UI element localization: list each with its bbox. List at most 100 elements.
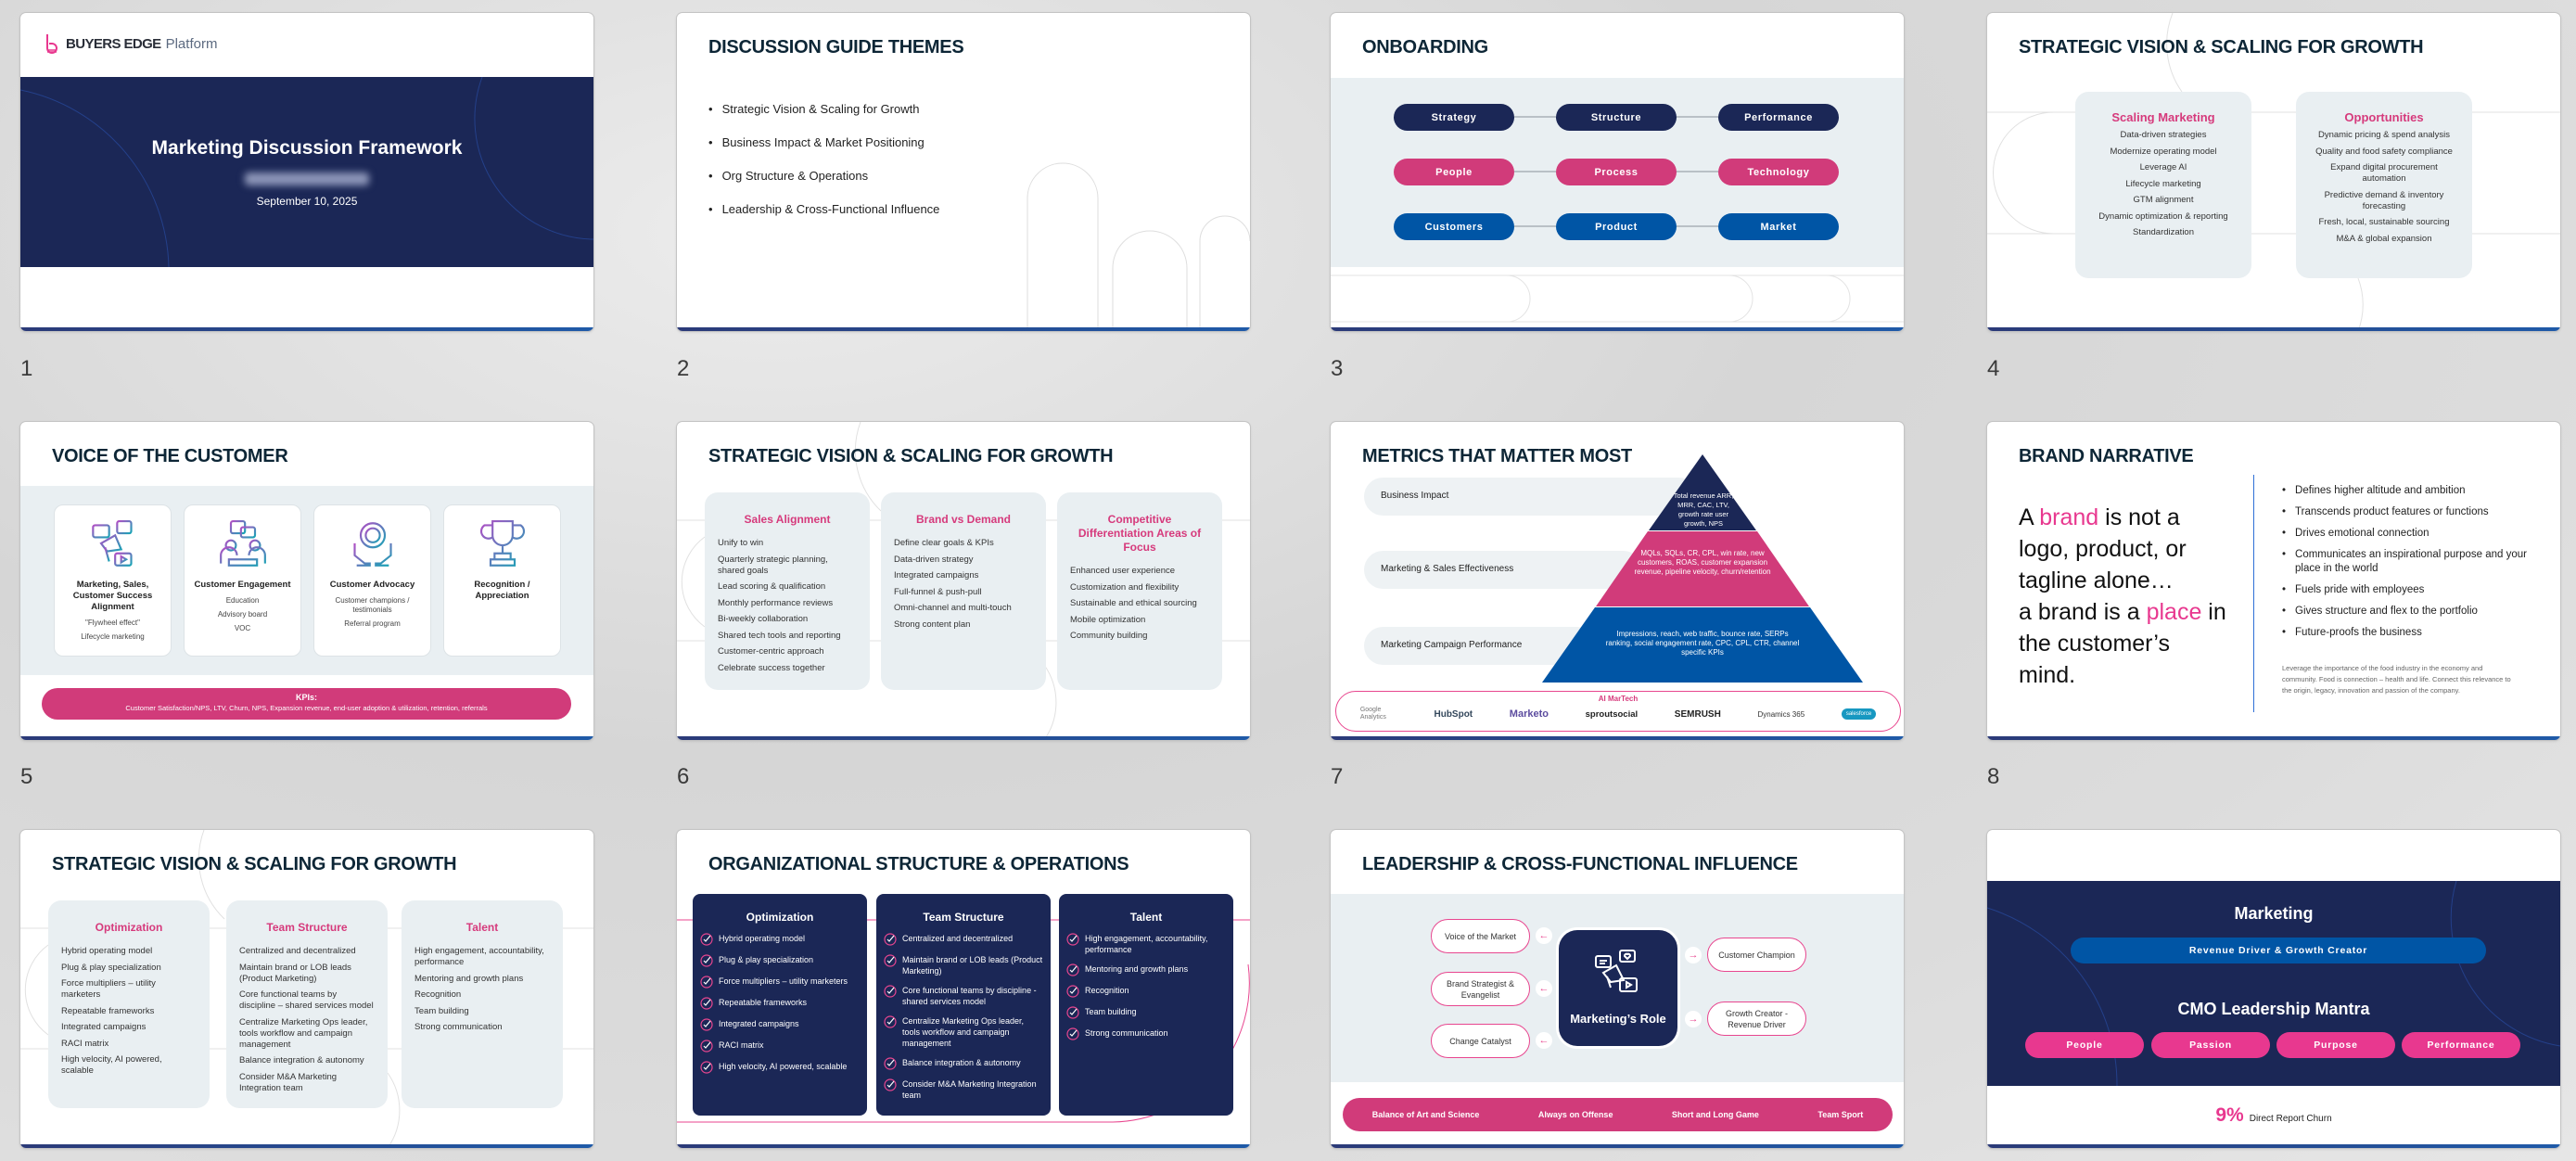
role-change-catalyst: Change Catalyst <box>1431 1024 1530 1058</box>
column-item: Core functional teams by discipline – sh… <box>239 989 374 1011</box>
item-text: RACI matrix <box>719 1040 764 1050</box>
tier-metrics-bottom: Impressions, reach, web traffic, bounce … <box>1605 630 1800 657</box>
megaphone-icon <box>1595 950 1638 992</box>
role-voice-of-market: Voice of the Market <box>1431 919 1530 953</box>
slide-thumbnail-11[interactable]: LEADERSHIP & CROSS-FUNCTIONAL INFLUENCE … <box>1331 830 1904 1148</box>
item-text: High engagement, accountability, perform… <box>1085 934 1208 954</box>
martech-logo: Google Analytics <box>1359 707 1386 721</box>
bullet-text: Future-proofs the business <box>2295 627 2422 638</box>
column-item: Centralize Marketing Ops leader, tools w… <box>884 1015 1043 1049</box>
slide-number: 6 <box>677 764 690 789</box>
item-text: Repeatable frameworks <box>719 998 808 1007</box>
theme-bullet: •Org Structure & Operations <box>708 169 939 202</box>
role-customer-champion: Customer Champion <box>1707 938 1806 972</box>
slide-thumbnail-2[interactable]: DISCUSSION GUIDE THEMES •Strategic Visio… <box>677 13 1250 331</box>
column-item: High velocity, AI powered, scalable <box>61 1054 162 1076</box>
list-item: Modernize operating model <box>2110 146 2217 157</box>
slide-thumbnail-7[interactable]: METRICS THAT MATTER MOST Business Impact… <box>1331 422 1904 740</box>
list-item: Predictive demand & inventory forecastin… <box>2324 189 2444 211</box>
column-item: Customization and flexibility <box>1070 581 1180 593</box>
slide-title: STRATEGIC VISION & SCALING FOR GROWTH <box>708 446 1114 466</box>
statement-text: a brand is a <box>2019 599 2147 625</box>
check-circle-icon <box>884 1078 897 1091</box>
list-item: Lifecycle marketing <box>2125 178 2201 189</box>
check-circle-icon <box>884 954 897 967</box>
slide-thumbnail-10[interactable]: ORGANIZATIONAL STRUCTURE & OPERATIONS Op… <box>677 830 1250 1148</box>
column-item: Strong content plan <box>894 619 971 630</box>
mantra-heading: CMO Leadership Mantra <box>2177 1000 2370 1018</box>
column-item: Community building <box>1070 631 1148 641</box>
onboarding-pill: Performance <box>1718 104 1839 131</box>
card-item: Lifecycle marketing <box>81 632 145 641</box>
list-item: GTM alignment <box>2133 195 2194 205</box>
marketing-tagline: Revenue Driver & Growth Creator <box>2071 938 2486 963</box>
column-item: Bi-weekly collaboration <box>718 614 809 624</box>
pillar: Short and Long Game <box>1671 1110 1759 1119</box>
slide-thumbnail-4[interactable]: STRATEGIC VISION & SCALING FOR GROWTH Sc… <box>1987 13 2560 331</box>
item-text: Team building <box>1085 1007 1137 1016</box>
item-text: Strong communication <box>1085 1028 1168 1038</box>
card-heading: Marketing, Sales, Customer Success Align… <box>72 580 153 612</box>
bullet-dot: • <box>2282 627 2287 638</box>
column-heading: Optimization <box>746 911 814 924</box>
slide-title: LEADERSHIP & CROSS-FUNCTIONAL INFLUENCE <box>1362 854 1798 874</box>
tier-metrics-top: Total revenue ARR, MRR, CAC, LTV, growth… <box>1673 491 1734 528</box>
advocacy-hands-icon <box>352 522 392 567</box>
tier-metrics-middle: MQLs, SQLs, CR, CPL, win rate, new custo… <box>1634 549 1771 576</box>
column-item: RACI matrix <box>700 1040 860 1053</box>
column-item: Plug & play specialization <box>700 954 860 967</box>
churn-value: 9% <box>2215 1104 2244 1126</box>
slide-number: 1 <box>20 356 33 381</box>
mantra-performance: Performance <box>2402 1032 2520 1058</box>
statement-highlight: place <box>2146 599 2202 625</box>
martech-label: AI MarTech <box>1598 695 1639 703</box>
opportunities-card: Opportunities Dynamic pricing & spend an… <box>2296 92 2472 278</box>
bullet-text: Fuels pride with employees <box>2295 584 2425 595</box>
column-item: Recognition <box>414 989 462 1000</box>
column-item: Maintain brand or LOB leads (Product Mar… <box>239 962 351 984</box>
column-item: Integrated campaigns <box>700 1018 860 1031</box>
column-item: Centralize Marketing Ops leader, tools w… <box>239 1016 368 1050</box>
column-item: Repeatable frameworks <box>700 997 860 1010</box>
slide-thumbnail-1[interactable]: BUYERS EDGE Platform Marketing Discussio… <box>20 13 593 331</box>
slide-thumbnail-8[interactable]: BRAND NARRATIVE A brand is not a logo, p… <box>1987 422 2560 740</box>
kpi-banner: KPIs: Customer Satisfaction/NPS, LTV, Ch… <box>42 688 571 720</box>
engagement-icon <box>219 519 266 567</box>
marketing-role-box: Marketing’s Role <box>1559 930 1677 1046</box>
bullet-dot: • <box>708 102 713 116</box>
bullet-text: Defines higher altitude and ambition <box>2295 485 2466 496</box>
theme-bullet: •Leadership & Cross-Functional Influence <box>708 202 939 236</box>
column-item: Force multipliers – utility marketers <box>61 978 156 1000</box>
title-band <box>20 77 593 267</box>
check-circle-icon <box>700 954 713 967</box>
slide-thumbnail-6[interactable]: STRATEGIC VISION & SCALING FOR GROWTH Sa… <box>677 422 1250 740</box>
slide-title: METRICS THAT MATTER MOST <box>1362 446 1632 466</box>
list-item: Expand digital procurement automation <box>2330 162 2438 184</box>
theme-text: Org Structure & Operations <box>721 169 869 183</box>
kpi-label: KPIs: <box>295 693 317 702</box>
bullet-dot: • <box>708 135 713 149</box>
slide-thumbnail-5[interactable]: VOICE OF THE CUSTOMER Marketing, Sales, … <box>20 422 593 740</box>
column-item: Strong communication <box>1066 1027 1226 1040</box>
brand-bullet: •Transcends product features or function… <box>2282 505 2551 519</box>
check-circle-icon <box>700 933 713 946</box>
check-circle-icon <box>1066 985 1079 998</box>
onboarding-pill: Process <box>1556 159 1677 185</box>
slide-thumbnail-9[interactable]: STRATEGIC VISION & SCALING FOR GROWTH Op… <box>20 830 593 1148</box>
column-item: Hybrid operating model <box>700 933 860 946</box>
slide-title: ORGANIZATIONAL STRUCTURE & OPERATIONS <box>708 854 1129 874</box>
slide-number: 3 <box>1331 356 1344 381</box>
onboarding-pill: Product <box>1556 213 1677 240</box>
pillar: Always on Offense <box>1537 1110 1613 1119</box>
slide-thumbnail-12[interactable]: Marketing Revenue Driver & Growth Creato… <box>1987 830 2560 1148</box>
check-circle-icon <box>700 1018 713 1031</box>
decorative-lines <box>1987 13 2560 331</box>
column-item: Team building <box>1066 1006 1226 1019</box>
column-item: Consider M&A Marketing Integration team <box>884 1078 1043 1101</box>
